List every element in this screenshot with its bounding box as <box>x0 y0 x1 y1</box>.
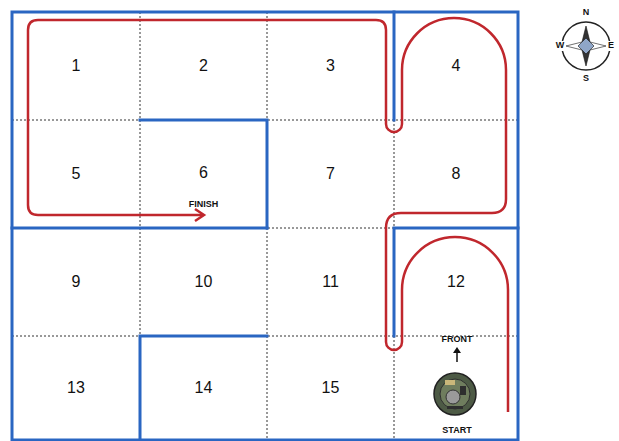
grid-cell: 9 <box>12 228 140 336</box>
cell-number: 4 <box>452 57 461 75</box>
grid-cell: 6FINISH <box>140 120 267 228</box>
grid-cell: 4 <box>394 12 518 120</box>
front-label: FRONT <box>441 335 474 345</box>
robot-icon <box>434 373 476 415</box>
finish-arrowhead <box>195 209 204 221</box>
cell-number: 12 <box>447 273 465 291</box>
start-label: START <box>441 426 472 436</box>
cell-number: 6 <box>199 164 208 182</box>
grid-cell: 1 <box>12 12 140 120</box>
cell-number: 10 <box>195 273 213 291</box>
compass-rose <box>562 22 610 70</box>
compass-letter: W <box>555 41 566 51</box>
cell-number: 1 <box>72 57 81 75</box>
cell-number: 8 <box>452 165 461 183</box>
compass-letter: E <box>607 41 615 51</box>
grid-cell: 7 <box>267 120 394 228</box>
cell-number: 14 <box>195 379 213 397</box>
grid-cell: 12 <box>394 228 518 336</box>
compass-letter: N <box>582 8 591 18</box>
finish-label: FINISH <box>189 200 219 210</box>
front-arrow <box>453 347 461 362</box>
grid-cell: 2 <box>140 12 267 120</box>
robot-path <box>28 18 508 412</box>
grid-cell: 8 <box>394 120 518 228</box>
maze-walls <box>12 12 518 440</box>
cell-number: 9 <box>72 273 81 291</box>
grid-lines <box>12 12 518 439</box>
grid-cell: 5 <box>12 120 140 228</box>
grid-cell: 15 <box>267 336 394 440</box>
cell-number: 15 <box>322 379 340 397</box>
grid-cell: 11 <box>267 228 394 336</box>
grid-cell: 3 <box>267 12 394 120</box>
grid-cell: 10 <box>140 228 267 336</box>
cell-number: 7 <box>326 165 335 183</box>
grid-cell: 13 <box>12 336 140 440</box>
cell-number: 11 <box>322 273 339 291</box>
cell-number: 5 <box>72 165 81 183</box>
compass-letter: S <box>582 74 590 84</box>
cell-number: 3 <box>326 57 335 75</box>
grid-cell: 14 <box>140 336 267 440</box>
cell-number: 2 <box>199 57 208 75</box>
cell-number: 13 <box>67 379 85 397</box>
